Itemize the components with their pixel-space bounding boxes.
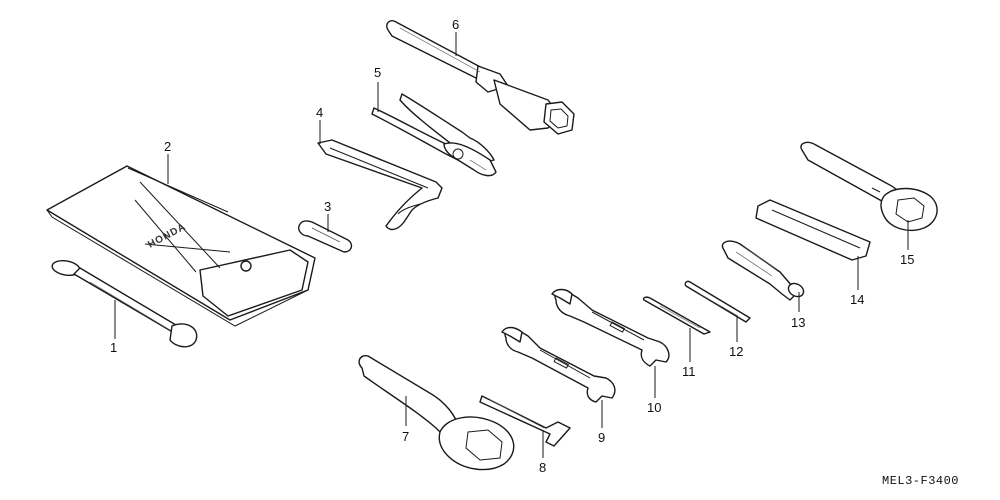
part-9-open-wrench[interactable] — [501, 326, 616, 403]
part-number-1: 1 — [110, 340, 117, 355]
part-number-6: 6 — [452, 17, 459, 32]
part-number-12: 12 — [729, 344, 743, 359]
part-13-screwdriver-handle[interactable] — [721, 240, 806, 301]
diagram-code: MEL3-F3400 — [882, 474, 959, 488]
part-number-10: 10 — [647, 400, 661, 415]
part-number-5: 5 — [374, 65, 381, 80]
part-5-pliers[interactable] — [371, 93, 497, 177]
part-7-ring-spanner[interactable] — [358, 354, 515, 471]
part-number-7: 7 — [402, 429, 409, 444]
part-number-13: 13 — [791, 315, 805, 330]
part-number-8: 8 — [539, 460, 546, 475]
part-number-3: 3 — [324, 199, 331, 214]
part-12-screwdriver-bit[interactable] — [684, 280, 751, 323]
part-number-15: 15 — [900, 252, 914, 267]
part-14-flat-strip[interactable] — [755, 199, 871, 261]
part-number-4: 4 — [316, 105, 323, 120]
part-15-ring-spanner[interactable] — [800, 141, 938, 232]
part-number-11: 11 — [682, 364, 696, 379]
part-2-tool-bag[interactable]: HONDA — [46, 165, 316, 327]
part-6-socket-wrench[interactable] — [386, 20, 575, 135]
part-4-pin-spanner[interactable] — [317, 139, 443, 231]
part-10-open-wrench[interactable] — [551, 288, 670, 367]
part-number-14: 14 — [850, 292, 864, 307]
part-11-screwdriver-bit[interactable] — [642, 296, 711, 335]
part-number-2: 2 — [164, 139, 171, 154]
part-1-rod[interactable] — [51, 259, 198, 348]
part-8-hex-key[interactable] — [479, 395, 571, 447]
part-number-9: 9 — [598, 430, 605, 445]
part-3-pin[interactable] — [298, 220, 353, 253]
